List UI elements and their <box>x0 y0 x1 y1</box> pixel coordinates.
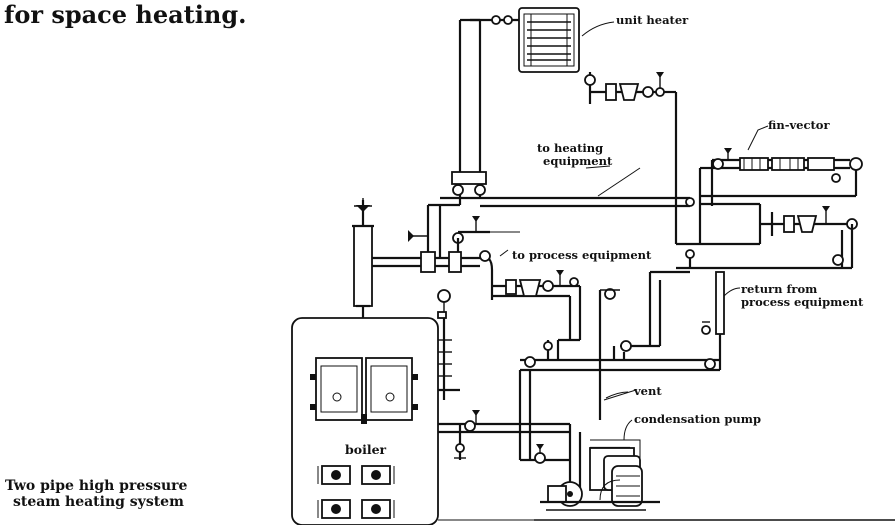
return-lines <box>518 271 725 464</box>
label-fin-vector: fin-vector <box>768 118 830 132</box>
caption-line-2: steam heating system <box>13 494 184 510</box>
page-heading: for space heating. <box>4 0 247 29</box>
label-return-line2: process equipment <box>741 295 864 309</box>
unit-heater <box>518 7 678 244</box>
water-gauge <box>437 289 460 400</box>
fin-vector-unit <box>650 148 863 274</box>
label-vent: vent <box>634 384 662 398</box>
unit-heater-supply <box>428 15 520 207</box>
label-return-line1: return from <box>741 282 818 296</box>
label-unit-heater: unit heater <box>616 13 689 27</box>
label-to-heating-line1: to heating <box>537 141 604 155</box>
steam-header <box>352 198 374 318</box>
steam-main <box>372 205 520 276</box>
label-condensation-pump: condensation pump <box>634 412 762 426</box>
label-boiler: boiler <box>345 442 387 457</box>
label-leaders <box>499 21 769 441</box>
boiler-feed <box>438 410 582 490</box>
boiler-unit <box>291 317 439 525</box>
label-to-heating-line2: equipment <box>543 154 613 168</box>
caption-line-1: Two pipe high pressure <box>5 478 188 494</box>
process-supply <box>490 270 582 342</box>
heating-branch <box>480 167 695 208</box>
condensation-pump <box>438 439 895 521</box>
label-to-process: to process equipment <box>512 248 652 262</box>
figure-caption: Two pipe high pressure steam heating sys… <box>5 478 187 510</box>
